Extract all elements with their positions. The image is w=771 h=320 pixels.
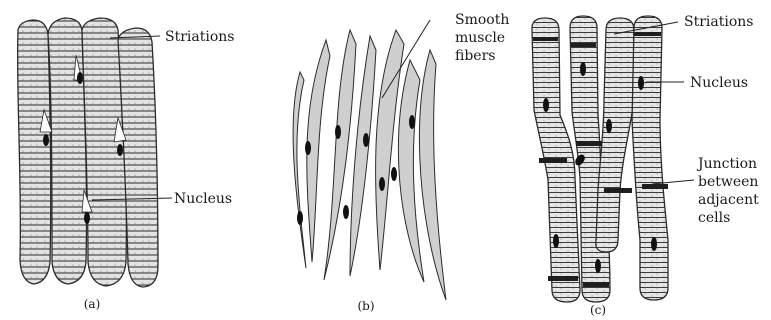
nucleus-mark (553, 234, 559, 248)
cardiac-cell (596, 18, 634, 252)
intercalated-disc (634, 32, 661, 36)
junction-label-line1: Junction (696, 156, 757, 172)
caption-a: (a) (84, 297, 101, 311)
junction-label-line3: adjacent (698, 192, 759, 208)
caption-b: (b) (357, 299, 374, 313)
nucleus-mark (543, 98, 549, 112)
nucleus-mark (409, 115, 415, 129)
caption-c: (c) (590, 303, 606, 317)
nucleus-mark (391, 167, 397, 181)
nucleus-label-c: Nucleus (690, 75, 748, 91)
skeletal-fiber-1 (18, 20, 51, 284)
panel-a-skeletal-muscle: Striations Nucleus (a) (18, 18, 235, 311)
skeletal-fiber-2 (48, 18, 87, 284)
striations-label-a: Striations (165, 29, 234, 45)
nucleus-mark (343, 205, 349, 219)
nucleus-mark (305, 141, 311, 155)
intercalated-disc (642, 184, 668, 189)
nucleus-mark (335, 125, 341, 139)
panel-b-smooth-muscle: Smooth muscle fibers (b) (293, 12, 509, 313)
nucleus-mark (117, 144, 123, 156)
nucleus-mark (606, 119, 612, 133)
nucleus-mark (638, 76, 644, 90)
intercalated-disc (571, 43, 596, 47)
smooth-label-line1: Smooth (455, 12, 509, 28)
smooth-label-line2: muscle (455, 30, 505, 46)
nucleus-mark (84, 212, 90, 224)
intercalated-disc (539, 158, 567, 163)
smooth-fiber (419, 50, 446, 300)
striations-label-c: Striations (684, 14, 753, 30)
smooth-label-line3: fibers (455, 48, 495, 64)
nucleus-mark (297, 211, 303, 225)
nucleus-mark (379, 177, 385, 191)
nucleus-mark (43, 134, 49, 146)
cardiac-cell (632, 16, 668, 300)
nucleus-mark (77, 72, 83, 84)
nucleus-mark (580, 62, 586, 76)
intercalated-disc (583, 282, 609, 287)
nucleus-mark (363, 133, 369, 147)
intercalated-disc (533, 37, 558, 41)
nucleus-mark (595, 259, 601, 273)
intercalated-disc (576, 141, 602, 146)
nucleus-label-a: Nucleus (174, 191, 232, 207)
nucleus-mark (651, 237, 657, 251)
intercalated-disc (604, 188, 632, 193)
intercalated-disc (548, 276, 578, 281)
smooth-fiber (293, 72, 306, 268)
junction-label-line4: cells (698, 210, 730, 226)
panel-c-cardiac-muscle: Striations Nucleus Junction between adja… (532, 14, 759, 317)
junction-label-line2: between (698, 174, 758, 190)
